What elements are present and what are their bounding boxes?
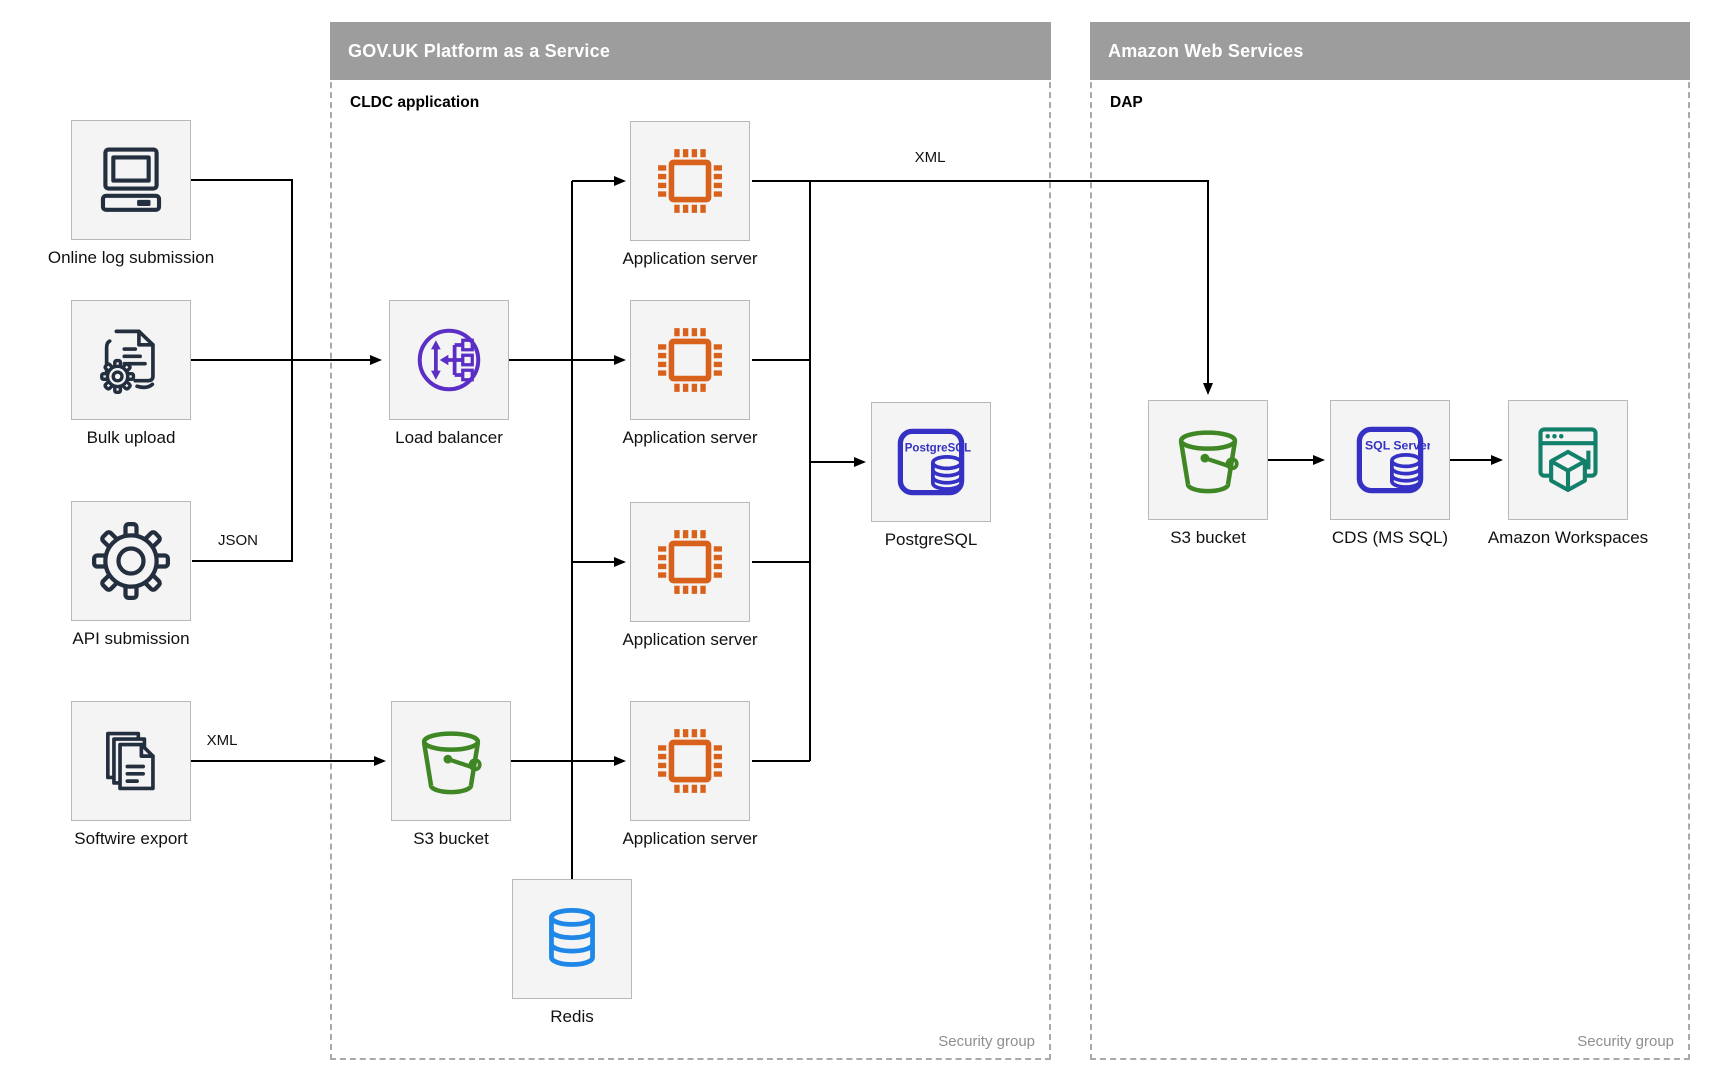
gear-icon xyxy=(92,522,170,600)
node-label-amazon-workspaces: Amazon Workspaces xyxy=(1487,528,1649,547)
container-aws-sublabel: DAP xyxy=(1110,94,1143,111)
node-label-s3-bucket-aws: S3 bucket xyxy=(1170,528,1246,547)
container-aws: Amazon Web Services DAP Security group xyxy=(1090,22,1690,1060)
node-softwire-export xyxy=(71,701,191,821)
documents-stack-icon xyxy=(106,731,155,791)
node-label-bulk-upload: Bulk upload xyxy=(86,428,176,447)
edge-label-xml-softwire: XML xyxy=(206,732,238,749)
database-icon: SQL Server xyxy=(1356,426,1430,494)
load-balancer-icon xyxy=(417,328,481,392)
node-label-load-balancer: Load balancer xyxy=(395,428,503,447)
node-api-submission xyxy=(71,501,191,621)
database-icon: PostgreSQL xyxy=(897,428,971,496)
node-load-balancer xyxy=(389,300,509,420)
container-govuk-paas-sublabel: CLDC application xyxy=(350,94,480,111)
node-app-server-3 xyxy=(630,502,750,622)
container-aws-title: Amazon Web Services xyxy=(1090,22,1690,80)
node-s3-bucket-aws xyxy=(1148,400,1268,520)
node-s3-bucket-paas xyxy=(391,701,511,821)
node-label-app-server-3: Application server xyxy=(622,630,758,649)
node-redis xyxy=(512,879,632,999)
container-govuk-paas: GOV.UK Platform as a Service CLDC applic… xyxy=(330,22,1051,1060)
node-label-redis: Redis xyxy=(550,1007,594,1026)
chip-icon xyxy=(658,729,722,793)
node-app-server-4 xyxy=(630,701,750,821)
edge-appserver-to-aws-s3 xyxy=(752,180,1213,395)
edge-label-xml-top: XML xyxy=(914,149,946,166)
node-bulk-upload xyxy=(71,300,191,420)
bucket-icon xyxy=(1178,430,1239,494)
node-label-s3-bucket-paas: S3 bucket xyxy=(413,829,489,848)
edge-label-json: JSON xyxy=(217,532,258,549)
node-amazon-workspaces xyxy=(1508,400,1628,520)
node-app-server-1 xyxy=(630,121,750,241)
document-gear-icon xyxy=(100,329,155,395)
node-label-app-server-2: Application server xyxy=(622,428,758,447)
node-label-online-log: Online log submission xyxy=(47,248,215,267)
chip-icon xyxy=(658,149,722,213)
container-govuk-paas-footer: Security group xyxy=(938,1033,1035,1050)
bucket-icon xyxy=(421,731,482,795)
node-postgresql: PostgreSQL xyxy=(871,402,991,522)
node-label-api-submission: API submission xyxy=(72,629,190,648)
chip-icon xyxy=(658,328,722,392)
node-online-log-submission xyxy=(71,120,191,240)
chip-icon xyxy=(658,530,722,594)
container-govuk-paas-title: GOV.UK Platform as a Service xyxy=(330,22,1051,80)
node-label-postgresql: PostgreSQL xyxy=(884,530,978,549)
container-aws-footer: Security group xyxy=(1577,1033,1674,1050)
node-label-app-server-4: Application server xyxy=(622,829,758,848)
edge-appserver-right-stubs xyxy=(752,359,810,762)
browser-cube-icon xyxy=(1538,427,1598,493)
node-label-app-server-1: Application server xyxy=(622,249,758,268)
desktop-computer-icon xyxy=(100,147,162,212)
edge-online-and-api-merge xyxy=(191,179,293,562)
node-cds-mssql: SQL Server xyxy=(1330,400,1450,520)
node-app-server-2 xyxy=(630,300,750,420)
node-label-softwire-export: Softwire export xyxy=(74,829,188,848)
database-icon-text: SQL Server xyxy=(1365,438,1430,452)
node-label-cds-mssql: CDS (MS SQL) xyxy=(1331,528,1449,547)
database-icon-text: PostgreSQL xyxy=(905,442,971,454)
cylinder-database-icon xyxy=(549,908,595,967)
